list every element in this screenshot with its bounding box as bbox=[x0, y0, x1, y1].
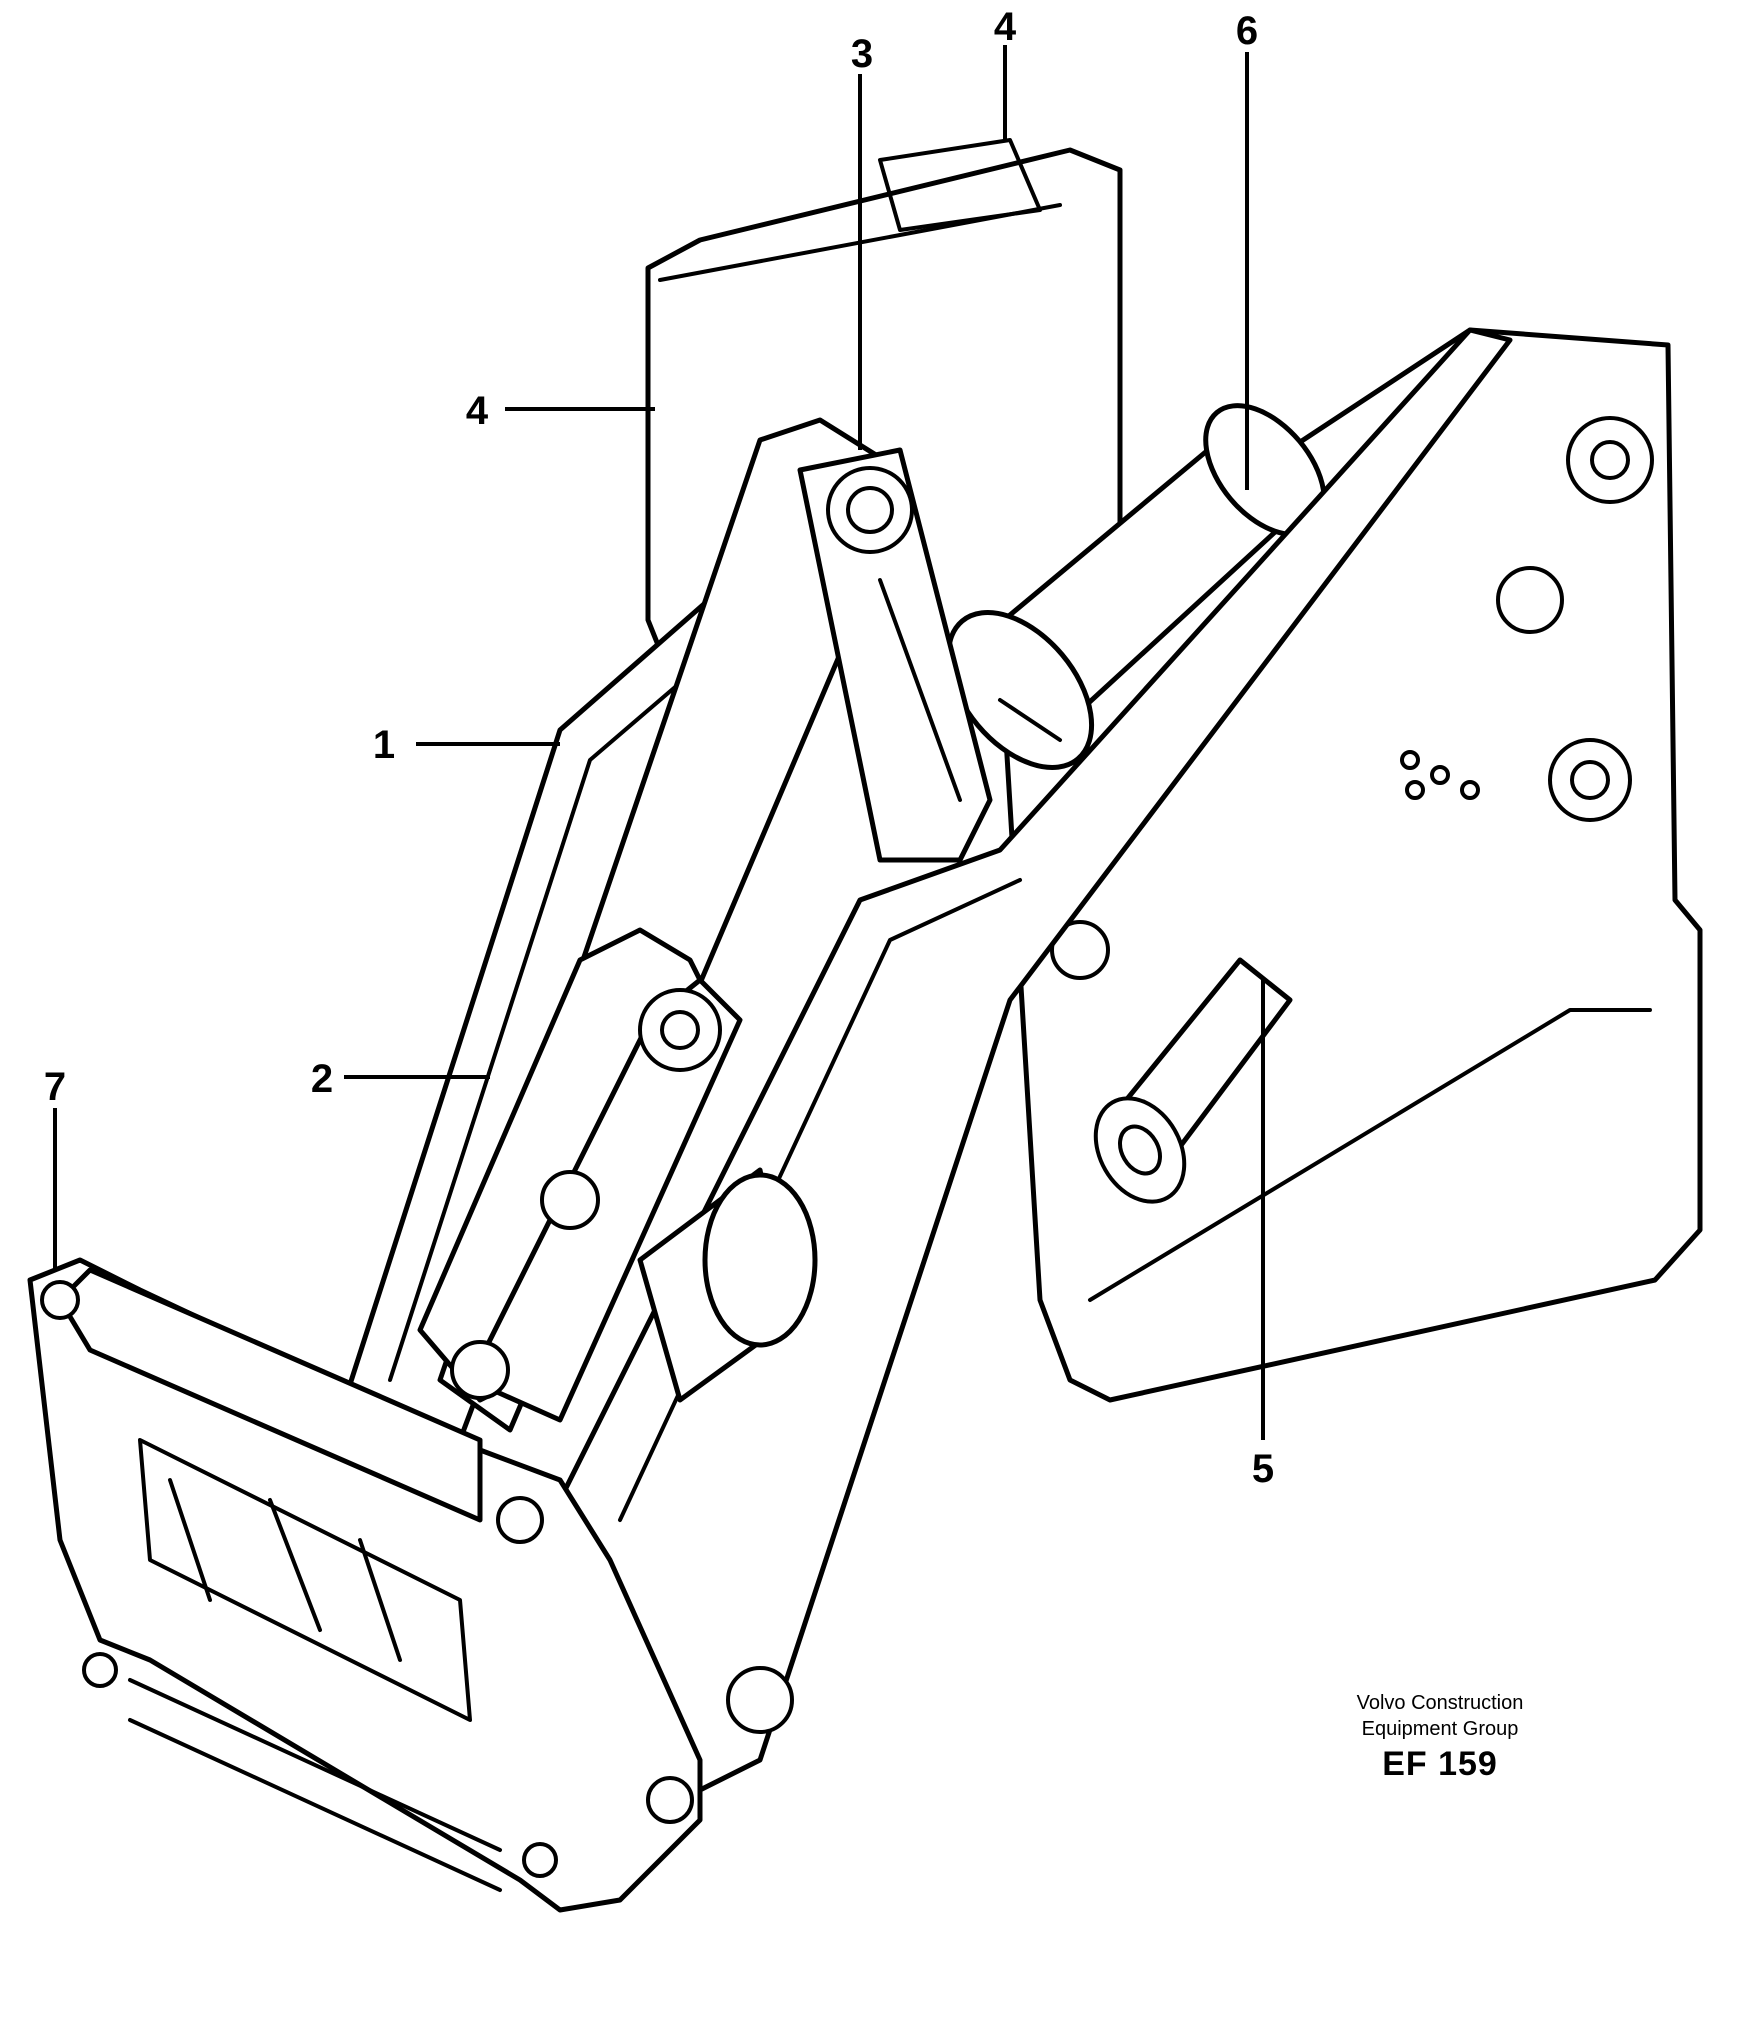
callout-4-left: 4 bbox=[466, 389, 489, 433]
credit-block: Volvo Construction Equipment Group EF 15… bbox=[1290, 1690, 1590, 1786]
callout-1: 1 bbox=[373, 723, 395, 767]
right-lift-arm bbox=[557, 327, 1513, 1793]
callout-5: 5 bbox=[1252, 1447, 1274, 1491]
tilt-cylinder bbox=[1093, 957, 1293, 1204]
callout-7: 7 bbox=[44, 1065, 66, 1109]
figure-code: EF 159 bbox=[1382, 1745, 1498, 1783]
cross-tube bbox=[637, 1167, 818, 1403]
callout-4-top: 4 bbox=[994, 5, 1017, 49]
lift-cylinder bbox=[945, 403, 1327, 770]
quick-coupler bbox=[27, 1257, 703, 1913]
tilt-lever bbox=[417, 927, 743, 1423]
frame-hole-2 bbox=[1496, 566, 1564, 634]
frame-hole-4 bbox=[1050, 920, 1110, 980]
credit-company-line-1: Volvo Construction bbox=[1356, 1692, 1524, 1714]
callout-2: 2 bbox=[311, 1057, 333, 1101]
arm-hole-lower bbox=[726, 1666, 794, 1734]
callout-6: 6 bbox=[1236, 9, 1258, 53]
credit-company-line-2: Equipment Group bbox=[1361, 1718, 1519, 1740]
callout-3: 3 bbox=[851, 32, 873, 76]
